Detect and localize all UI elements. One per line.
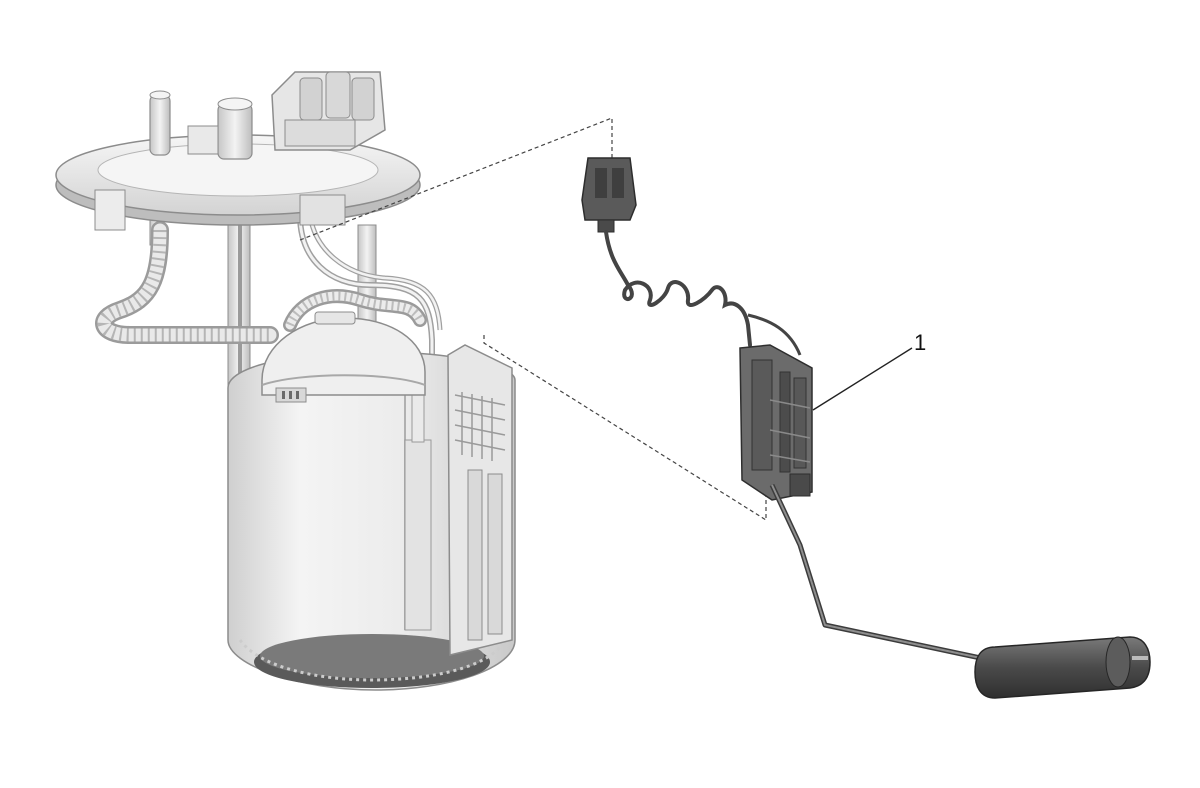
pump-dome [261, 311, 426, 403]
sender-coiled-wire [604, 230, 752, 347]
sender-harness-connector [581, 157, 637, 233]
lower-dashed-guide [483, 335, 767, 522]
exploded-dashed-guides [299, 117, 767, 522]
internal-wiring [297, 214, 443, 380]
float-arm [769, 483, 991, 663]
fuel-pump-module [55, 71, 516, 691]
float [974, 636, 1151, 699]
callout-leader-line [812, 347, 913, 411]
flange-fittings [149, 90, 253, 160]
sender-mount-rail [447, 344, 513, 656]
sender-body [739, 344, 813, 501]
callout-1: 1 [812, 330, 926, 411]
module-flange [55, 134, 421, 231]
module-electrical-connector [271, 71, 386, 151]
reservoir-can [227, 351, 516, 691]
callout-number: 1 [914, 330, 926, 355]
corrugated-fuel-hose [95, 221, 427, 344]
fuel-level-sender [581, 157, 1151, 699]
